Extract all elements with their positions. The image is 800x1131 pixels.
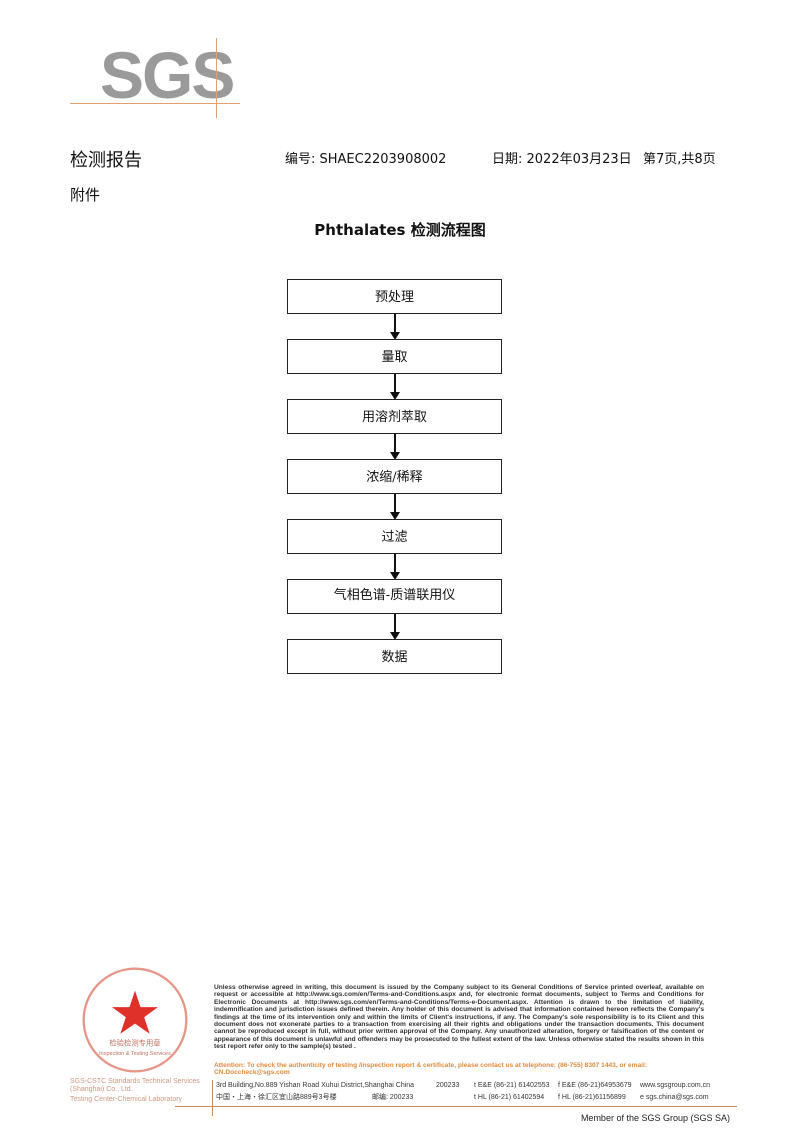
arrow-icon [391, 434, 399, 460]
attention-text: Attention: To check the authenticity of … [214, 1062, 647, 1077]
flow-step: 量取 [287, 339, 502, 374]
svg-text:检验检测专用章: 检验检测专用章 [109, 1039, 160, 1048]
report-date: 日期: 2022年03月23日 [492, 152, 632, 167]
logo-divider [70, 103, 240, 104]
section-label: 附件 [70, 186, 101, 204]
flow-title: Phthalates 检测流程图 [314, 221, 486, 239]
arrow-icon [391, 614, 399, 640]
sgs-logo: SGS [100, 38, 235, 112]
report-number: 编号: SHAEC2203908002 [285, 152, 447, 167]
fax-ee: f E&E (86-21)64953679 [558, 1082, 632, 1089]
flow-step: 气相色谱-质谱联用仪 [287, 579, 502, 614]
lab-name: Testing Center-Chemical Laboratory [70, 1096, 183, 1103]
arrow-icon [391, 374, 399, 400]
fax-hl: f HL (86-21)61156899 [558, 1094, 626, 1101]
footer-divider [175, 1106, 737, 1107]
member-note: Member of the SGS Group (SGS SA) [580, 1113, 730, 1123]
company-name: SGS-CSTC Standards Technical Services (S… [70, 1078, 200, 1093]
email-link[interactable]: e sgs.china@sgs.com [640, 1094, 709, 1101]
footer-divider-vertical [212, 1080, 213, 1116]
flow-step: 浓缩/稀释 [287, 459, 502, 494]
flow-step: 预处理 [287, 279, 502, 314]
flow-step: 数据 [287, 639, 502, 674]
tel-hl: t HL (86-21) 61402594 [474, 1094, 545, 1101]
flow-step: 用溶剂萃取 [287, 399, 502, 434]
page-number: 第7页,共8页 [643, 152, 716, 167]
disclaimer-text: Unless otherwise agreed in writing, this… [214, 984, 704, 1051]
arrow-icon [391, 554, 399, 580]
logo-divider-vertical [216, 38, 217, 118]
svg-text:Inspection & Testing Services: Inspection & Testing Services [99, 1051, 171, 1057]
company-seal-icon: 检验检测专用章 Inspection & Testing Services [82, 967, 188, 1073]
tel-ee: t E&E (86-21) 61402553 [474, 1082, 550, 1089]
zip-cn: 邮编: 200233 [372, 1094, 414, 1101]
zip-en: 200233 [436, 1082, 460, 1089]
website-link[interactable]: www.sgsgroup.com.cn [640, 1082, 711, 1089]
flow-step: 过滤 [287, 519, 502, 554]
report-title: 检测报告 [70, 150, 142, 171]
arrow-icon [391, 314, 399, 340]
arrow-icon [391, 494, 399, 520]
address-cn: 中国・上海・徐汇区宜山路889号3号楼 [216, 1094, 337, 1101]
address-en: 3rd Building,No.889 Yishan Road Xuhui Di… [216, 1082, 415, 1089]
